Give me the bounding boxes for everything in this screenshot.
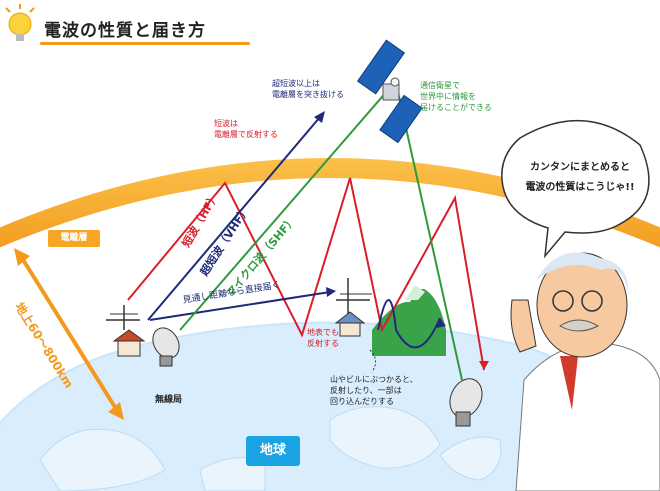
vhf-wave-path [147,116,321,321]
lightbulb-icon [5,4,35,41]
satellite-note-line2: 世界中に情報を [420,92,476,101]
speech-bubble-shape [501,119,650,259]
mountain-note-line1: 山やビルにぶつかると、 [330,375,418,384]
ground-reflect-note: 地表でも 反射する [307,327,339,349]
mountain-note-line3: 回り込んだりする [330,397,394,406]
hf-wave-path [127,177,485,371]
satellite-downlink [397,91,463,381]
vhf-through-note: 超短波以上は 電離層を突き抜ける [272,78,344,100]
satellite-note-line1: 通信衛星で [420,81,460,90]
speech-bubble-line1: カンタンにまとめると [530,162,630,173]
shortwave-note-line1: 短波は [214,119,238,128]
shortwave-note: 短波は 電離層で反射する [214,118,278,140]
antenna-icon [106,305,146,357]
shortwave-note-line2: 電離層で反射する [214,130,278,139]
ground-reflect-note-line2: 反射する [307,339,339,348]
satellite-note: 通信衛星で 世界中に情報を 届けることができる [420,80,492,113]
satellite-icon [356,39,423,144]
mountain-note-line2: 反射したり、一部は [330,386,402,395]
mountain-reflection [377,299,397,331]
vhf-through-note-line1: 超短波以上は [272,79,320,88]
earth-label: 地球 [246,436,300,466]
ionosphere-band [0,158,660,248]
professor-illustration [510,252,660,491]
station-label: 無線局 [155,395,183,405]
mountain-note: 山やビルにぶつかると、 反射したり、一部は 回り込んだりする [330,374,418,407]
title-underline [40,42,250,45]
height-arrow [20,256,120,414]
page-title: 電波の性質と届き方 [44,21,206,41]
ground-reflect-note-line1: 地表でも [307,328,339,337]
satellite-note-line3: 届けることができる [420,103,492,112]
speech-bubble-line2: 電波の性質はこうじゃ!! [525,182,635,193]
speech-bubble: カンタンにまとめると 電波の性質はこうじゃ!! [510,158,650,198]
dish-antenna-icon [152,327,180,367]
vhf-through-note-line2: 電離層を突き抜ける [272,90,344,99]
ionosphere-label: 電離層 [48,230,100,247]
antenna-icon-middle [334,278,372,337]
shf-wave-path [179,89,389,331]
dish-antenna-icon-right [449,378,483,427]
line-of-sight-path [149,291,331,321]
